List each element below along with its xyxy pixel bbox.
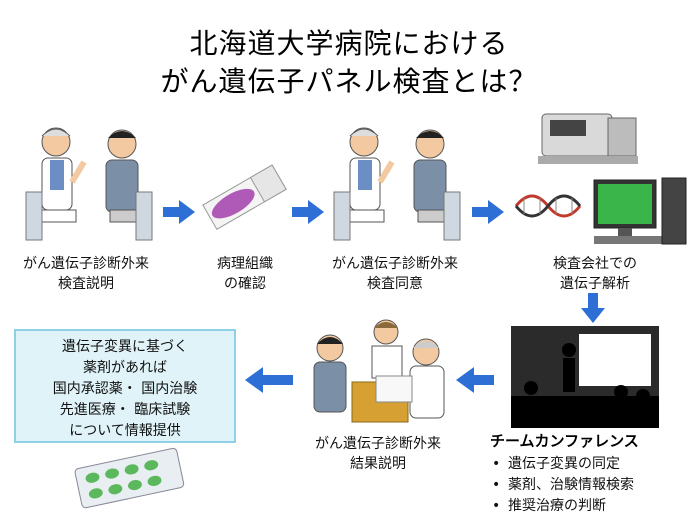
step-5-caption: がん遺伝子診断外来結果説明: [315, 436, 441, 472]
info-line-5: について情報提供: [69, 423, 181, 439]
conference-item-3: •推奨治療の判断: [492, 498, 606, 514]
step-2-caption: 病理組織の確認: [217, 256, 273, 292]
doctor-patient-illustration-2: [333, 127, 461, 241]
title-line-1: 北海道大学病院における: [189, 27, 509, 60]
pill-pack-illustration: [74, 447, 185, 509]
drug-info-box: 遺伝子変異に基づく 薬剤があれば 国内承認薬・ 国内治験 先進医療・ 臨床試験 …: [14, 329, 236, 443]
info-line-3: 国内承認薬・ 国内治験: [52, 381, 198, 397]
right-arrow-icon: [472, 200, 504, 224]
team-conference-illustration: [511, 326, 659, 428]
gene-analysis-illustration: [514, 113, 687, 245]
info-line-1: 遺伝子変異に基づく: [62, 339, 188, 355]
step-3-caption: がん遺伝子診断外来検査同意: [332, 256, 458, 292]
conference-item-1: •遺伝子変異の同定: [492, 456, 620, 472]
step-1-caption: がん遺伝子診断外来検査説明: [23, 256, 149, 292]
left-arrow-icon: [456, 367, 494, 393]
right-arrow-icon: [292, 200, 324, 224]
right-arrow-icon: [163, 200, 195, 224]
doctor-patient-illustration-1: [25, 127, 153, 241]
info-line-2: 薬剤があれば: [83, 360, 167, 376]
conference-item-2: •薬剤、治験情報検索: [492, 477, 634, 493]
result-explanation-illustration: [313, 319, 445, 423]
down-arrow-icon: [581, 293, 605, 323]
title-line-2: がん遺伝子パネル検査とは？: [160, 65, 538, 98]
step-4-caption: 検査会社での遺伝子解析: [553, 256, 637, 292]
left-arrow-icon: [245, 367, 293, 393]
pathology-slide-illustration: [202, 164, 287, 230]
info-line-4: 先進医療・ 臨床試験: [59, 402, 191, 418]
conference-title: チームカンファレンス: [490, 432, 639, 450]
